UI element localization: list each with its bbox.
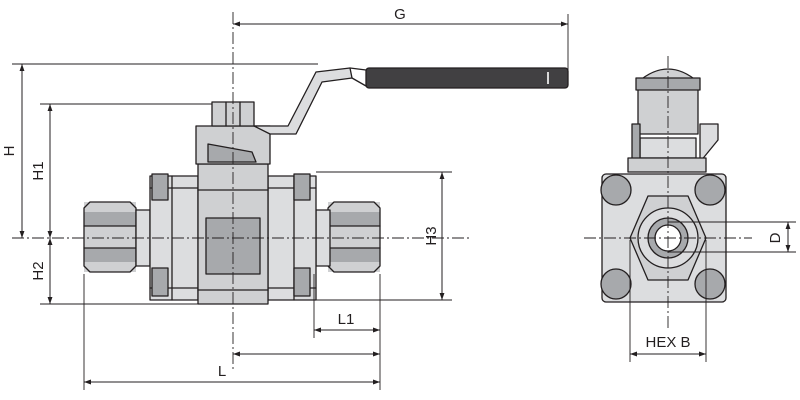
dimension-l: L: [83, 274, 380, 390]
dimension-l1: L1: [313, 274, 381, 390]
handle-lever[interactable]: [253, 67, 569, 135]
dimension-h1: H1: [30, 103, 212, 238]
label-hex-b: HEX B: [645, 334, 690, 351]
dimension-h2: H2: [30, 238, 198, 305]
dimension-h3: H3: [316, 171, 452, 301]
label-h3: H3: [423, 226, 440, 245]
dimension-g: G: [233, 6, 569, 70]
label-g: G: [394, 6, 406, 23]
left-compression-nut: [83, 201, 137, 273]
dimension-d: D: [668, 221, 796, 253]
valve-end-view: [600, 68, 727, 303]
valve-side-view: [83, 67, 569, 305]
dimension-hex-b: HEX B: [629, 240, 707, 362]
label-h2: H2: [30, 261, 47, 280]
body-bolts: [151, 173, 311, 297]
label-d: D: [767, 232, 784, 243]
label-l1: L1: [338, 311, 355, 328]
label-h1: H1: [30, 161, 47, 180]
right-compression-nut: [327, 201, 381, 273]
label-l: L: [218, 363, 226, 380]
label-h: H: [1, 146, 18, 157]
dimension-h: H: [1, 63, 318, 238]
